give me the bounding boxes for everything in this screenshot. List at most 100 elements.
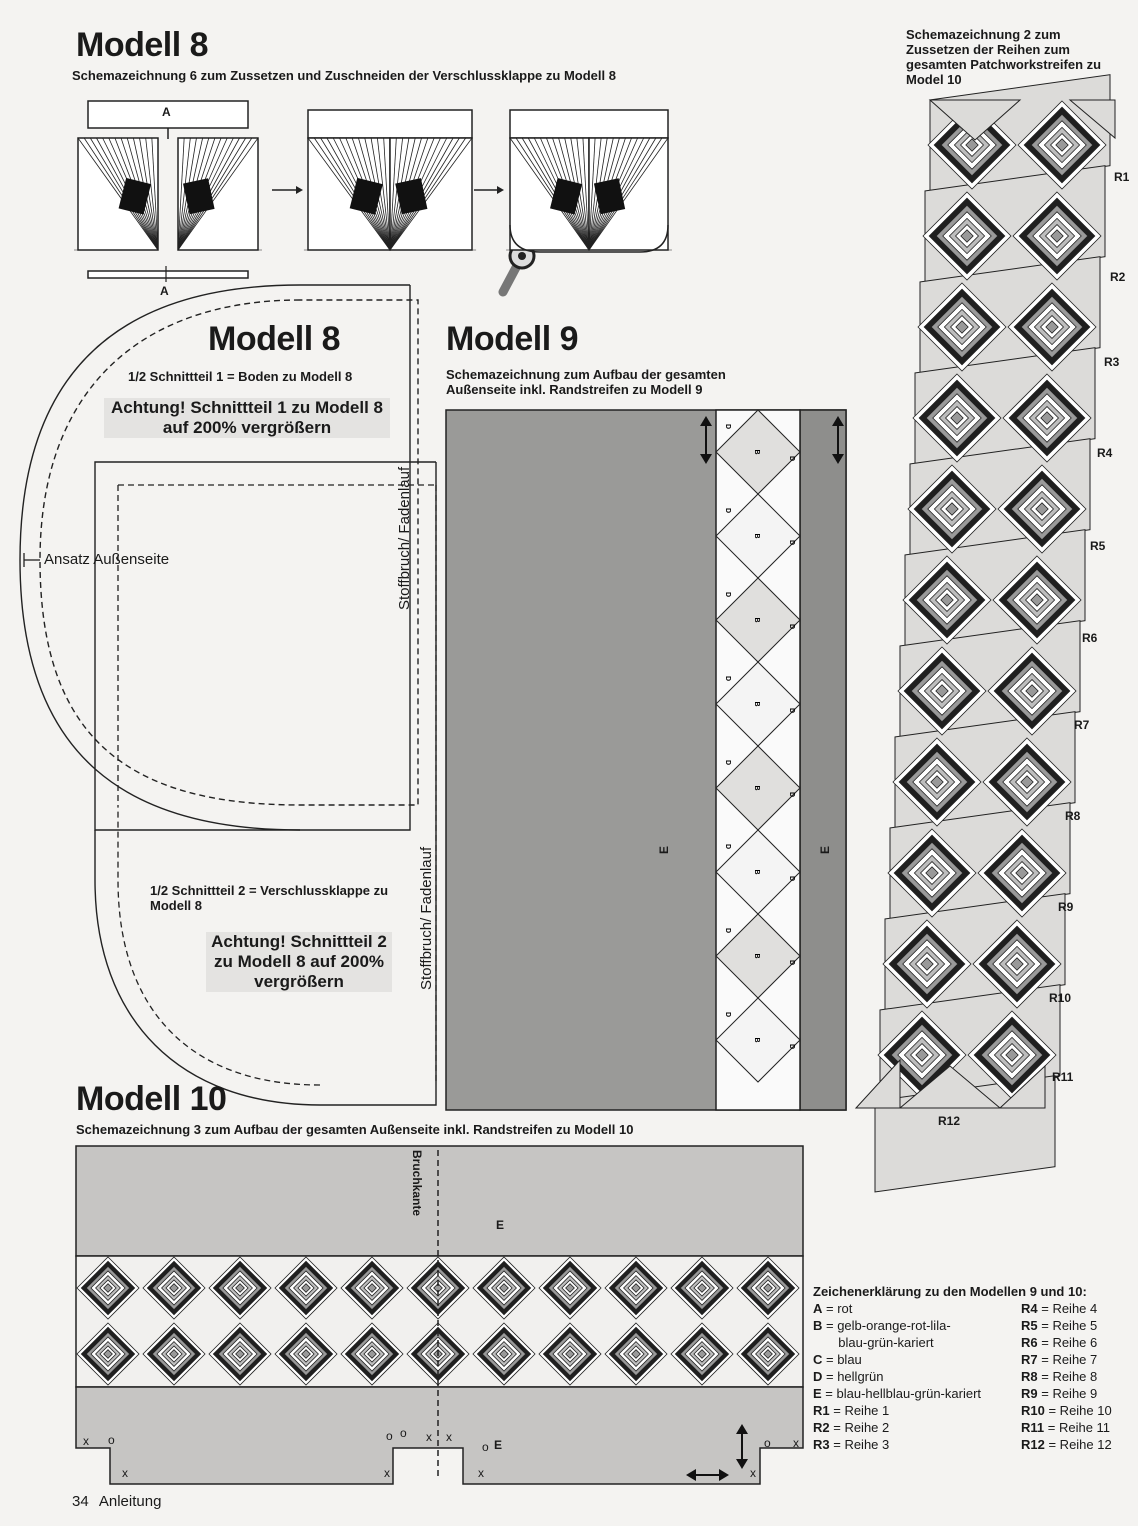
part2-outline: [94, 462, 437, 1106]
m9-d-mark: D: [788, 624, 795, 629]
legend-value: = Reihe 6: [1037, 1335, 1098, 1350]
m9-d-mark: D: [724, 676, 731, 681]
m9-d-mark: D: [788, 960, 795, 965]
mark-x: x: [384, 1466, 390, 1480]
legend-entry: blau-grün-kariert: [813, 1334, 1021, 1351]
legend-entry: R5 = Reihe 5: [1021, 1317, 1112, 1334]
arrow-icon: [686, 1424, 748, 1481]
mark-o: o: [108, 1433, 115, 1447]
part1-warning: Achtung! Schnittteil 1 zu Modell 8 auf 2…: [104, 398, 390, 438]
part1-label: 1/2 Schnittteil 1 = Boden zu Modell 8: [128, 369, 353, 384]
legend-value: = Reihe 4: [1037, 1301, 1098, 1316]
legend-key: R9: [1021, 1386, 1038, 1401]
legend-value: blau-grün-kariert: [813, 1335, 934, 1350]
m9-d-mark: D: [724, 592, 731, 597]
m8-pattern-title: Modell 8: [208, 320, 341, 358]
mark-x: x: [750, 1466, 756, 1480]
mark-x: x: [446, 1430, 452, 1444]
legend-entry: R12 = Reihe 12: [1021, 1436, 1112, 1453]
legend-value: = blau-hellblau-grün-kariert: [821, 1386, 982, 1401]
legend-key: R1: [813, 1403, 830, 1418]
legend-value: = Reihe 3: [829, 1437, 890, 1452]
mark-x: x: [793, 1436, 799, 1450]
legend-key: R7: [1021, 1352, 1038, 1367]
mark-x: x: [478, 1466, 484, 1480]
legend-value: = Reihe 11: [1044, 1420, 1111, 1435]
m9-b-mark: B: [753, 449, 760, 454]
mark-o: o: [482, 1440, 489, 1454]
m9-d-mark: D: [788, 1044, 795, 1049]
legend-key: R5: [1021, 1318, 1038, 1333]
legend-key: R12: [1021, 1437, 1045, 1452]
legend-key: R4: [1021, 1301, 1038, 1316]
schema2-caption: Schemazeichnung 2 zum Zussetzen der Reih…: [906, 27, 1102, 87]
m9-d-mark: D: [724, 928, 731, 933]
legend-key: R3: [813, 1437, 830, 1452]
legend-value: = gelb-orange-rot-lila-: [822, 1318, 951, 1333]
mark-o: o: [400, 1426, 407, 1440]
m10-top-e: [75, 1145, 804, 1257]
legend-entry: D = hellgrün: [813, 1368, 1021, 1385]
legend-entry: R11 = Reihe 11: [1021, 1419, 1112, 1436]
legend-key: B: [813, 1318, 823, 1333]
legend-value: = Reihe 12: [1044, 1437, 1112, 1452]
row-label: R10: [1049, 991, 1072, 1005]
strip-a-top: [87, 100, 249, 129]
m10-label-e-bottom: E: [494, 1438, 503, 1452]
row-label: R8: [1065, 809, 1081, 823]
arrow-icon: [700, 416, 844, 464]
legend-value: = Reihe 1: [829, 1403, 890, 1418]
legend-value: = Reihe 7: [1037, 1352, 1098, 1367]
row-label: R11: [1052, 1070, 1074, 1084]
m9-title: Modell 9: [446, 320, 579, 358]
legend-entry: R9 = Reihe 9: [1021, 1385, 1112, 1402]
row-label: R3: [1104, 355, 1120, 369]
legend-entry: R8 = Reihe 8: [1021, 1368, 1112, 1385]
part2-warning: Achtung! Schnittteil 2 zu Modell 8 auf 2…: [206, 932, 392, 992]
legend-key: R6: [1021, 1335, 1038, 1350]
m9-b-mark: B: [753, 617, 760, 622]
m9-d-mark: D: [788, 792, 795, 797]
legend-value: = blau: [822, 1352, 862, 1367]
legend-key: R8: [1021, 1369, 1038, 1384]
m9-caption: Schemazeichnung zum Aufbau der gesamten …: [446, 367, 726, 397]
legend-value: = Reihe 9: [1037, 1386, 1098, 1401]
m9-b-mark: B: [753, 701, 760, 706]
m10-bottom-e: [75, 1386, 804, 1485]
legend-key: A: [813, 1301, 823, 1316]
legend-entry: R2 = Reihe 2: [813, 1419, 1021, 1436]
row-label: R1: [1114, 170, 1130, 184]
legend-key: R10: [1021, 1403, 1045, 1418]
m9-d-mark: D: [724, 508, 731, 513]
m10-label-e-top: E: [496, 1218, 505, 1232]
row-label: R6: [1082, 631, 1098, 645]
legend-value: = Reihe 5: [1037, 1318, 1098, 1333]
m10-caption: Schemazeichnung 3 zum Aufbau der gesamte…: [76, 1122, 634, 1137]
legend-value: = hellgrün: [822, 1369, 884, 1384]
row-label: R9: [1058, 900, 1074, 914]
legend-entry: R4 = Reihe 4: [1021, 1300, 1112, 1317]
m8-caption: Schemazeichnung 6 zum Zussetzen und Zusc…: [72, 68, 616, 83]
m9-b-mark: B: [753, 785, 760, 790]
legend-entry: E = blau-hellblau-grün-kariert: [813, 1385, 1021, 1402]
m9-d-mark: D: [788, 540, 795, 545]
legend-entry: B = gelb-orange-rot-lila-: [813, 1317, 1021, 1334]
m9-b-mark: B: [753, 953, 760, 958]
m9-d-mark: D: [724, 424, 731, 429]
legend-entry: R3 = Reihe 3: [813, 1436, 1021, 1453]
m8-title: Modell 8: [76, 26, 209, 64]
m9-d-mark: D: [788, 708, 795, 713]
m9-b-mark: B: [753, 869, 760, 874]
mark-o: o: [764, 1436, 771, 1450]
legend-title: Zeichenerklärung zu den Modellen 9 und 1…: [813, 1284, 1087, 1299]
legend-entry: C = blau: [813, 1351, 1021, 1368]
bruchkante-label: Bruchkante: [410, 1150, 424, 1217]
legend-key: D: [813, 1369, 823, 1384]
label-a-bottom: A: [160, 284, 169, 298]
footer-section: Anleitung: [98, 1493, 162, 1510]
legend-entry: R6 = Reihe 6: [1021, 1334, 1112, 1351]
